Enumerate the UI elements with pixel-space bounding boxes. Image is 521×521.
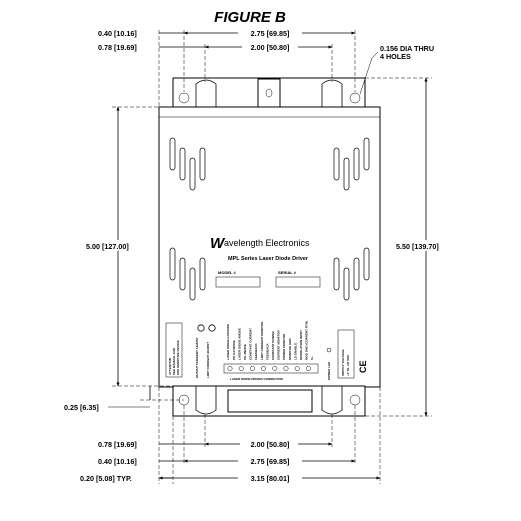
connector-pin bbox=[305, 366, 311, 371]
pin-label: LD ENABLE bbox=[293, 343, 297, 360]
esd-text: ESD SENSITIVE DEVICE bbox=[176, 340, 180, 375]
dim-bottom-span-outer: 2.75 [69.85] bbox=[251, 457, 290, 466]
supply-voltage-label: SUPPLY VOLTAGE bbox=[341, 349, 345, 376]
dim-left-height: 5.00 [127.00] bbox=[86, 242, 129, 251]
driver-connector[interactable] bbox=[223, 363, 319, 374]
attention-text: ATTENTION bbox=[168, 358, 172, 375]
pin-label: FEEDBACK bbox=[265, 342, 269, 360]
dim-bottom-span-total: 3.15 [80.01] bbox=[251, 474, 290, 483]
hole-note-2: 4 HOLES bbox=[380, 52, 411, 61]
pin-label: LIMIT CURRENT MONITOR bbox=[260, 321, 264, 360]
pin-label: POWER MONITOR bbox=[282, 333, 286, 360]
dim-bottom-left-1: 0.78 [19.69] bbox=[98, 440, 137, 449]
brand-w-glyph: W bbox=[210, 235, 226, 252]
pin-label: MONITOR GND bbox=[288, 338, 292, 360]
serial-label: SERIAL # bbox=[278, 270, 297, 275]
pin-label: MOD GND (CURRENT RTN) bbox=[305, 321, 309, 360]
dim-bottom-offset: 0.25 [6.35] bbox=[64, 403, 99, 412]
connector-label: LASER DIODE DRIVER CONNECTOR bbox=[230, 377, 284, 381]
mounting-hole bbox=[349, 92, 361, 104]
pin-label: FEEDBACK bbox=[254, 342, 258, 360]
trim-label-limit: LIMIT CURRENT ADJUST bbox=[206, 342, 210, 378]
connector-pin bbox=[238, 366, 244, 371]
figure-title: FIGURE B bbox=[214, 9, 286, 26]
see-manual-text: SEE MANUAL FOR bbox=[172, 347, 176, 375]
dim-bottom-left-2: 0.40 [10.16] bbox=[98, 457, 137, 466]
output-current-trim-pot[interactable] bbox=[197, 324, 205, 332]
connector-pin bbox=[283, 366, 289, 371]
pin-label: MODULATION INPUT bbox=[299, 330, 303, 360]
model-box bbox=[215, 276, 261, 288]
pin-label: PD CATHODE bbox=[232, 340, 236, 360]
driver-body bbox=[158, 77, 381, 417]
attention-box bbox=[165, 322, 183, 378]
pin-label: LASER DIODE CATHODE bbox=[226, 324, 230, 360]
dim-top-left-2: 0.78 [19.69] bbox=[98, 43, 137, 52]
pin-label: V+ bbox=[310, 356, 314, 360]
dim-right-height: 5.50 [139.70] bbox=[396, 242, 439, 251]
pin-label: CONSTANT CURRENT bbox=[249, 328, 253, 360]
power-led-label: POWER LED bbox=[327, 361, 331, 380]
connector-pin bbox=[272, 366, 278, 371]
supply-box bbox=[337, 329, 355, 379]
serial-box bbox=[275, 276, 321, 288]
connector-pin bbox=[294, 366, 300, 371]
dim-top-left-1: 0.40 [10.16] bbox=[98, 29, 137, 38]
dim-top-span-outer: 2.75 [69.85] bbox=[251, 29, 290, 38]
mounting-hole bbox=[178, 92, 190, 104]
connector-pin bbox=[261, 366, 267, 371]
connector-pin bbox=[227, 366, 233, 371]
brand-name: avelength Electronics bbox=[224, 238, 310, 248]
model-label: MODEL # bbox=[218, 270, 236, 275]
supply-range-label: +5 TO +30 VDC bbox=[346, 354, 350, 376]
product-name: MPL Series Laser Diode Driver bbox=[228, 256, 309, 262]
pin-label: PD ANODE bbox=[243, 344, 247, 360]
pin-label: LASER DIODE ANODE bbox=[237, 328, 241, 360]
connector-pin bbox=[249, 366, 255, 371]
pin-label: CURRENT MONITOR bbox=[277, 330, 281, 360]
connector-pins bbox=[227, 366, 311, 371]
hole-note-1: 0.156 DIA THRU bbox=[380, 44, 434, 53]
dim-bottom-left-3: 0.20 [5.08] TYP. bbox=[80, 474, 132, 483]
ce-mark: CE bbox=[358, 360, 368, 373]
trim-label-output: OUTPUT CURRENT ADJUST bbox=[195, 337, 199, 378]
dim-top-span-inner: 2.00 [50.80] bbox=[251, 43, 290, 52]
limit-current-trim-pot[interactable] bbox=[208, 324, 216, 332]
vent-slots bbox=[169, 137, 370, 301]
pin-label: CONSTANT POWER bbox=[271, 331, 275, 360]
power-led bbox=[326, 347, 332, 353]
dim-bottom-span-inner: 2.00 [50.80] bbox=[251, 440, 290, 449]
